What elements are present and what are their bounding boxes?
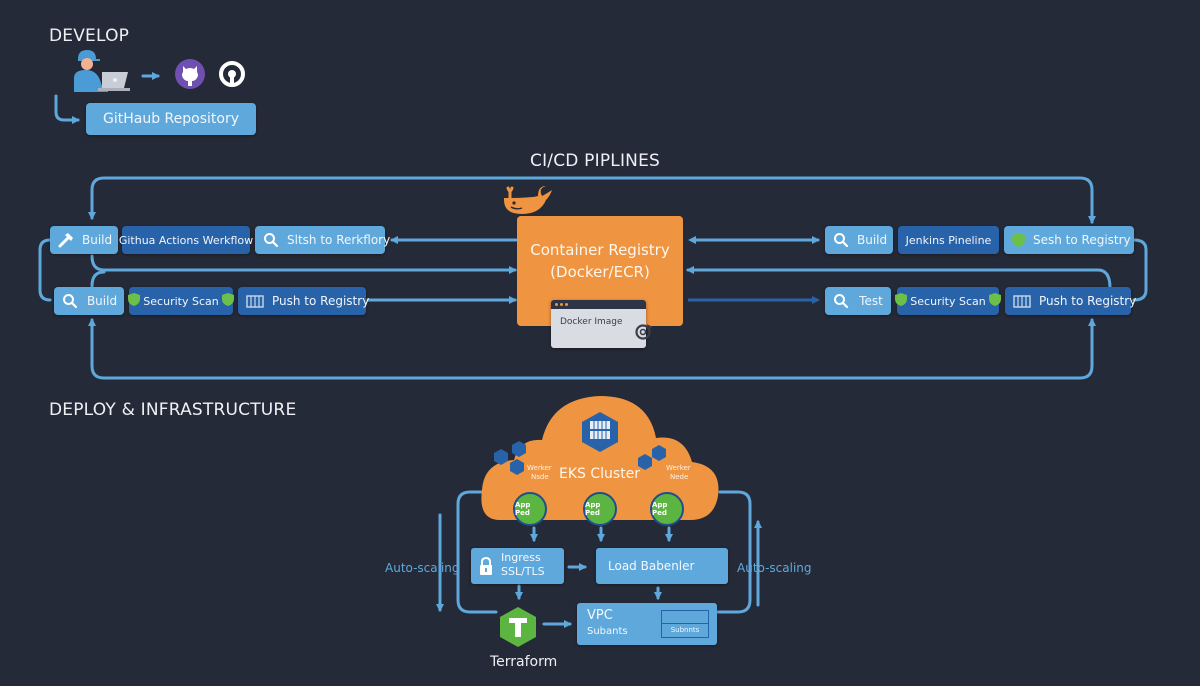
load-balancer-box[interactable]: Load Babenler (596, 548, 728, 584)
right-publish-step[interactable]: Sesh to Registry (1004, 226, 1134, 254)
right-push-to-registry-step[interactable]: Push to Registry (1005, 287, 1136, 315)
auto-scaling-left-label: Auto-scaling (385, 561, 460, 575)
jenkins-pipeline-step[interactable]: Jenkins Pineline (898, 226, 999, 254)
search-icon (833, 293, 849, 309)
eks-cloud-shape (481, 396, 719, 520)
auto-scaling-right-label: Auto-scaling (737, 561, 812, 575)
top-loop-line (90, 176, 1094, 224)
left-publish-step[interactable]: Sltsh to Rerkflory (255, 226, 390, 254)
left-push-to-registry-step[interactable]: Push to Registry (238, 287, 369, 315)
right-bracket (1132, 238, 1148, 302)
shield-icon (988, 293, 1001, 309)
ingress-box[interactable]: Ingress SSL/TLS (471, 548, 564, 584)
docker-image-window[interactable]: Docker Image (551, 300, 646, 348)
sync-icon (633, 322, 653, 346)
lock-icon (478, 556, 494, 580)
search-icon (263, 232, 279, 248)
right-test-step[interactable]: Test (825, 287, 891, 315)
develop-to-repo-arrow (54, 94, 80, 124)
left-build-step-2[interactable]: Build (54, 287, 124, 315)
ssl-tls-label: SSL/TLS (501, 565, 545, 578)
vpc-title: VPC (587, 608, 613, 623)
github-octocat-icon (174, 58, 206, 94)
left-bracket (38, 238, 52, 302)
terraform-icon (499, 606, 537, 652)
shield-icon (1012, 233, 1025, 247)
right-security-scan-step[interactable]: Security Scan (895, 287, 1001, 315)
terraform-label: Terraform (490, 654, 558, 670)
registry-title: Container Registry (530, 241, 670, 259)
left-infra-loop (456, 490, 498, 614)
left-build-step[interactable]: Build (50, 226, 118, 254)
developer-laptop-icon (72, 48, 134, 98)
container-icon (1013, 294, 1031, 308)
shield-icon (895, 293, 908, 309)
left-security-scan-step[interactable]: Security Scan (128, 287, 234, 315)
ingress-label: Ingress (501, 551, 541, 564)
section-title-cicd: CI/CD PIPLINES (530, 151, 661, 171)
app-pod[interactable]: App Ped (650, 492, 684, 526)
right-infra-loop (716, 490, 752, 614)
bottom-loop-line (90, 320, 1094, 380)
container-icon (246, 294, 264, 308)
github-repository-label: GitHaub Repository (103, 111, 239, 127)
vpc-subnets-label: Subants (587, 626, 628, 637)
eks-cluster-label: EKS Cluster (559, 466, 641, 482)
search-icon (62, 293, 78, 309)
subnet-panel: Subnnts (661, 610, 709, 638)
shield-icon (128, 293, 141, 309)
docker-image-label: Docker Image (560, 317, 623, 327)
right-build-step[interactable]: Build (825, 226, 893, 254)
vpc-box[interactable]: VPC Subants Subnnts (577, 603, 717, 645)
shield-icon (221, 293, 234, 309)
github-repository-box[interactable]: GitHaub Repository (86, 103, 256, 135)
app-pod[interactable]: App Ped (583, 492, 617, 526)
app-pod[interactable]: App Ped (513, 492, 547, 526)
hammer-icon (58, 232, 74, 248)
search-icon (833, 232, 849, 248)
section-title-develop: DEVELOP (49, 26, 130, 46)
registry-subtitle: (Docker/ECR) (550, 263, 650, 281)
docker-whale-icon (502, 184, 554, 220)
section-title-deploy: DEPLOY & INFRASTRUCTURE (49, 400, 297, 420)
github-actions-workflow-step[interactable]: Githua Actions Werkflow (119, 226, 253, 254)
circleci-icon (218, 60, 246, 92)
